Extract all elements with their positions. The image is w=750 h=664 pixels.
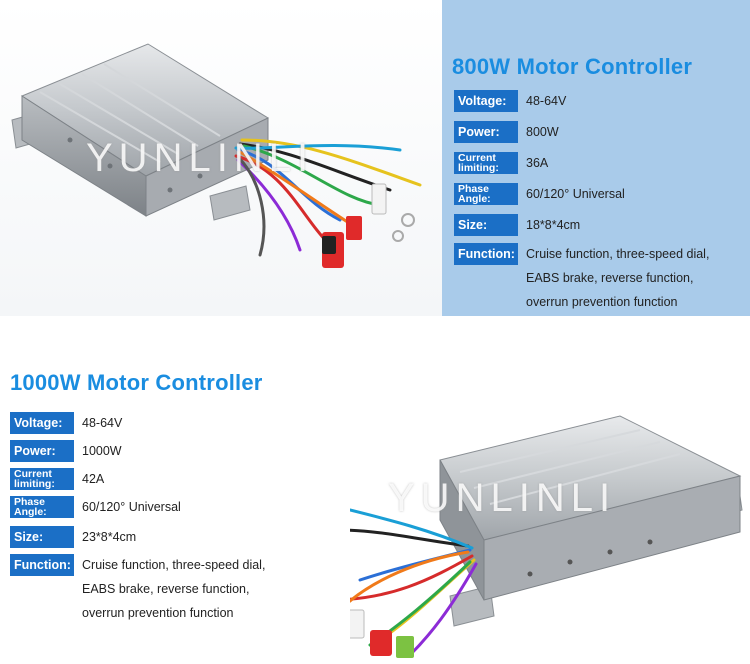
spec-row-power: Power: 1000W bbox=[10, 440, 122, 462]
spec-value: 1000W bbox=[82, 444, 122, 458]
spec-value: 42A bbox=[82, 472, 105, 486]
spec-label: Function: bbox=[10, 554, 74, 576]
spec-row-function: Function: bbox=[454, 243, 518, 265]
spec-value: 48-64V bbox=[526, 94, 567, 108]
section-divider bbox=[0, 316, 750, 336]
spec-label: Power: bbox=[454, 121, 518, 143]
controller-photo-800w: YUNLINLI bbox=[0, 0, 442, 316]
function-description: Cruise function, three-speed dial, EABS … bbox=[82, 553, 265, 625]
function-line: overrun prevention function bbox=[82, 606, 234, 620]
spec-row-phase-angle: Phase Angle: 60/120° Universal bbox=[454, 183, 625, 205]
spec-row-current-limiting: Current limiting: 42A bbox=[10, 468, 104, 490]
spec-label: Size: bbox=[454, 214, 518, 236]
spec-row-voltage: Voltage: 48-64V bbox=[454, 90, 566, 112]
spec-label: Size: bbox=[10, 526, 74, 548]
spec-row-voltage: Voltage: 48-64V bbox=[10, 412, 122, 434]
spec-value: 800W bbox=[526, 125, 559, 139]
product-title: 1000W Motor Controller bbox=[10, 370, 263, 395]
watermark-text: YUNLINLI bbox=[388, 476, 617, 520]
spec-row-current-limiting: Current limiting: 36A bbox=[454, 152, 548, 174]
spec-label: Voltage: bbox=[454, 90, 518, 112]
function-line: Cruise function, three-speed dial, bbox=[526, 247, 710, 261]
function-description: Cruise function, three-speed dial, EABS … bbox=[526, 242, 709, 314]
spec-row-function: Function: bbox=[10, 554, 74, 576]
spec-label: Power: bbox=[10, 440, 74, 462]
spec-row-size: Size: 18*8*4cm bbox=[454, 214, 580, 236]
spec-label: Current limiting: bbox=[454, 152, 518, 174]
spec-label: Function: bbox=[454, 243, 518, 265]
spec-value: 60/120° Universal bbox=[82, 500, 181, 514]
function-line: Cruise function, three-speed dial, bbox=[82, 558, 266, 572]
function-line: overrun prevention function bbox=[526, 295, 678, 309]
spec-row-size: Size: 23*8*4cm bbox=[10, 526, 136, 548]
spec-value: 48-64V bbox=[82, 416, 123, 430]
product-section-1000w: 1000W Motor Controller Voltage: 48-64V P… bbox=[0, 336, 750, 664]
spec-label: Current limiting: bbox=[10, 468, 74, 490]
controller-1000w-image bbox=[350, 415, 743, 658]
spec-label: Phase Angle: bbox=[454, 183, 518, 205]
watermark-text: YUNLINLI bbox=[86, 136, 315, 180]
product-title: 800W Motor Controller bbox=[452, 54, 693, 79]
controller-800w-image bbox=[11, 43, 422, 268]
spec-row-phase-angle: Phase Angle: 60/120° Universal bbox=[10, 496, 181, 518]
spec-panel-800w: 800W Motor Controller Voltage: 48-64V Po… bbox=[442, 0, 750, 316]
product-section-800w: YUNLINLI 800W Motor Controller Voltage: … bbox=[0, 0, 750, 316]
spec-label: Voltage: bbox=[10, 412, 74, 434]
spec-row-power: Power: 800W bbox=[454, 121, 559, 143]
spec-value: 18*8*4cm bbox=[526, 218, 581, 232]
function-line: EABS brake, reverse function, bbox=[526, 271, 694, 285]
spec-value: 36A bbox=[526, 156, 549, 170]
spec-value: 60/120° Universal bbox=[526, 187, 625, 201]
spec-label: Phase Angle: bbox=[10, 496, 74, 518]
spec-value: 23*8*4cm bbox=[82, 530, 137, 544]
function-line: EABS brake, reverse function, bbox=[82, 582, 250, 596]
